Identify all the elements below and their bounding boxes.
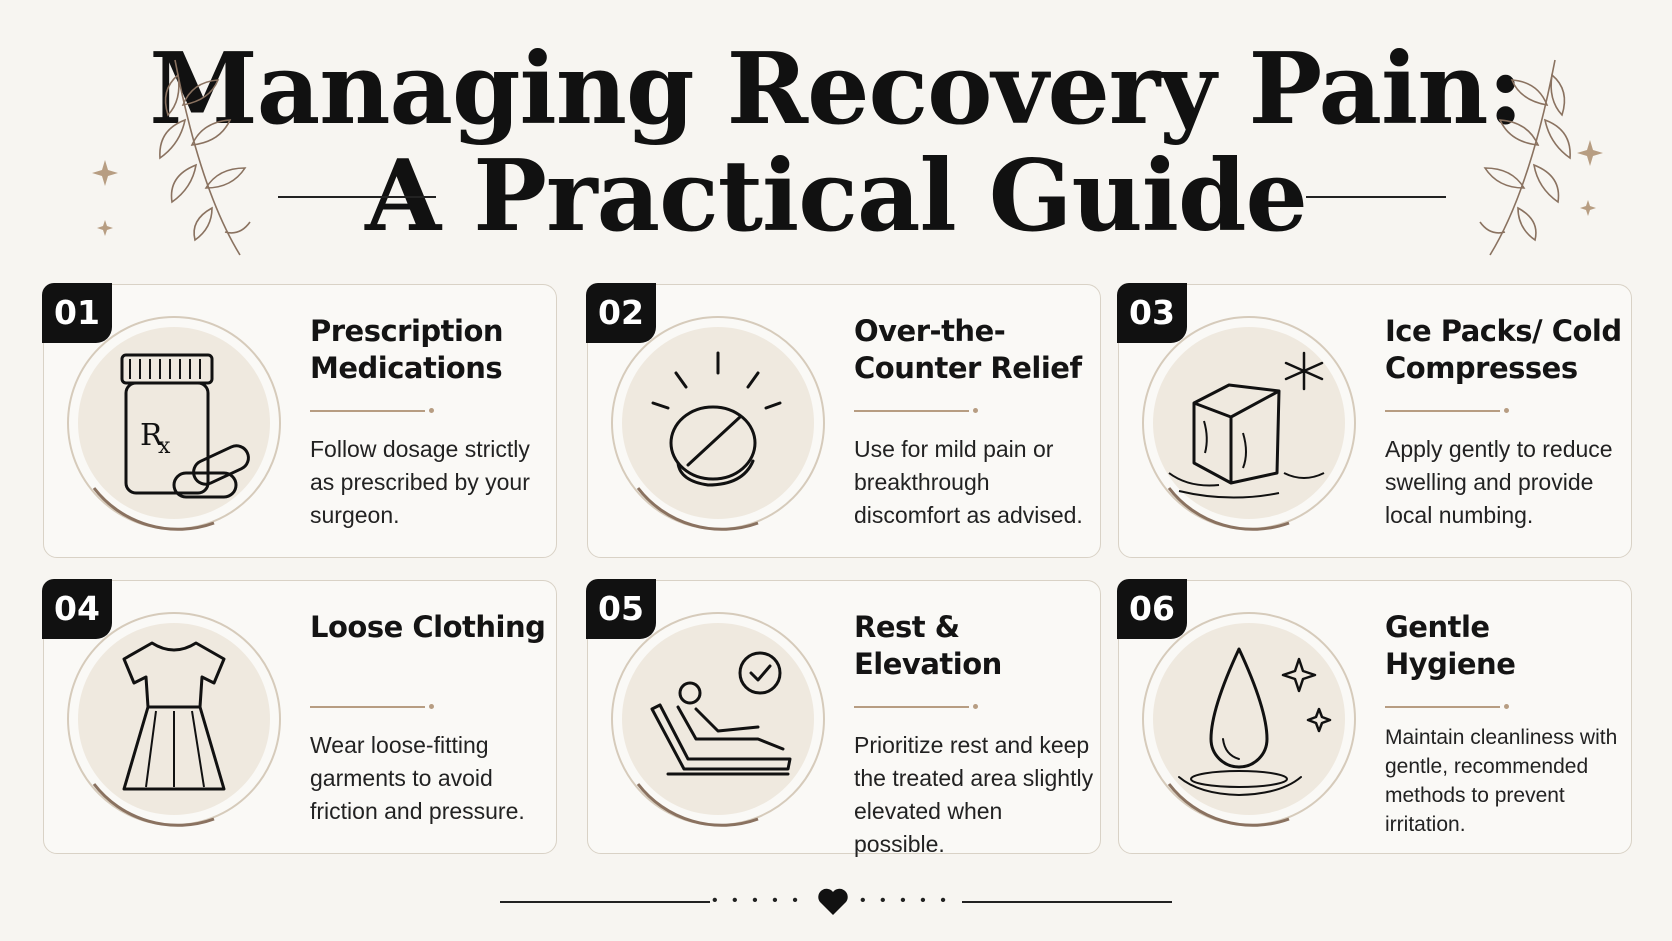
title-rule-left bbox=[278, 196, 436, 198]
svg-text:x: x bbox=[158, 434, 171, 459]
card-description: Prioritize rest and keep the treated are… bbox=[854, 732, 1094, 857]
card-description: Maintain cleanliness with gentle, recomm… bbox=[1385, 726, 1618, 836]
card-separator bbox=[854, 706, 969, 708]
laurel-branch-icon bbox=[92, 59, 251, 256]
card-separator bbox=[1385, 410, 1500, 412]
title-rule-right bbox=[1306, 196, 1446, 198]
card-description: Use for mild pain or breakthrough discom… bbox=[854, 436, 1083, 528]
card-ice-packs: 03 Ice Packs/ Cold Compresses Apply gent… bbox=[1117, 283, 1632, 558]
card-heading: Loose Clothing bbox=[310, 610, 546, 644]
card-over-the-counter-relief: 02 Over-the-Counter Relief Use for mild … bbox=[586, 283, 1101, 558]
page-title-line-1: Managing Recovery Pain: bbox=[149, 32, 1523, 147]
card-separator bbox=[310, 706, 425, 708]
laurel-branch-icon bbox=[1479, 59, 1603, 256]
recliner-icon bbox=[611, 612, 825, 827]
footer-dots-left: • • • • • bbox=[712, 892, 803, 909]
card-separator bbox=[1385, 706, 1500, 708]
pill-bottle-icon: R x bbox=[67, 316, 281, 531]
card-heading: Rest & Elevation bbox=[854, 610, 1002, 681]
water-drop-icon bbox=[1142, 612, 1356, 827]
card-rest-elevation: 05 Rest & Elevation Prioritize rest and … bbox=[586, 579, 1101, 857]
tablet-icon bbox=[611, 316, 825, 531]
card-prescription-medications: 01 R x Prescription Medications Follow d… bbox=[42, 283, 557, 558]
step-number-badge: 06 bbox=[1117, 579, 1187, 639]
card-separator bbox=[310, 410, 425, 412]
footer-rule-left bbox=[500, 901, 710, 903]
card-heading: Over-the-Counter Relief bbox=[854, 314, 1082, 385]
card-description: Follow dosage strictly as prescribed by … bbox=[310, 436, 530, 528]
step-number-badge: 03 bbox=[1117, 283, 1187, 343]
card-heading: Ice Packs/ Cold Compresses bbox=[1385, 314, 1622, 385]
card-gentle-hygiene: 06 Gentle Hygiene Maintain cleanliness w… bbox=[1117, 579, 1632, 854]
card-heading: Prescription Medications bbox=[310, 314, 504, 385]
footer-rule-right bbox=[962, 901, 1172, 903]
page-title-line-2: A Practical Guide bbox=[365, 139, 1308, 254]
card-loose-clothing: 04 Loose Clothing Wear loose-fitting gar… bbox=[42, 579, 557, 854]
card-description: Wear loose-fitting garments to avoid fri… bbox=[310, 732, 525, 824]
step-number-badge: 04 bbox=[42, 579, 112, 639]
footer-dots-right: • • • • • bbox=[860, 892, 951, 909]
ice-cube-icon bbox=[1142, 316, 1356, 531]
card-heading: Gentle Hygiene bbox=[1385, 610, 1516, 681]
card-separator bbox=[854, 410, 969, 412]
step-number-badge: 01 bbox=[42, 283, 112, 343]
dress-icon bbox=[67, 612, 281, 827]
card-description: Apply gently to reduce swelling and prov… bbox=[1385, 436, 1613, 528]
step-number-badge: 02 bbox=[586, 283, 656, 343]
svg-text:R: R bbox=[140, 418, 164, 453]
step-number-badge: 05 bbox=[586, 579, 656, 639]
heart-icon bbox=[818, 888, 848, 915]
